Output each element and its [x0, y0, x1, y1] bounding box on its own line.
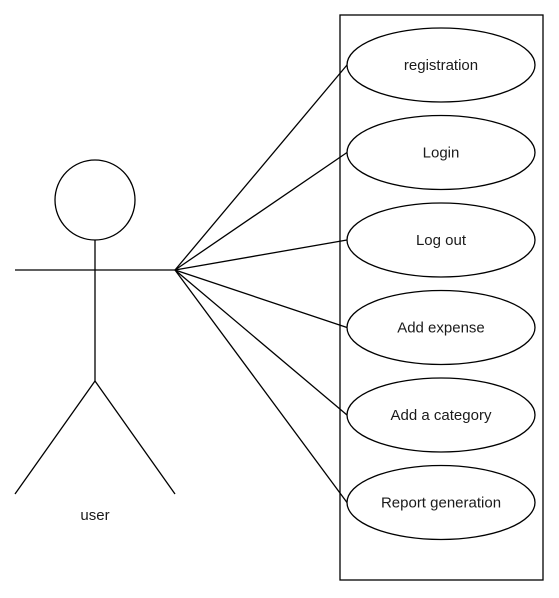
use-case-login: Login [346, 114, 536, 191]
associations [174, 64, 348, 503]
use-case-registration: registration [346, 27, 536, 103]
actor-right-leg [94, 380, 176, 495]
actor-label: user [80, 507, 109, 524]
use-case-ellipse [346, 202, 536, 278]
use-case-label: registration [404, 57, 478, 74]
use-case-report-generation: Report generation [346, 464, 536, 541]
use-case-label: Report generation [381, 495, 501, 512]
use-case-ellipse [346, 377, 536, 453]
use-case-ellipse [346, 27, 536, 103]
association-line-registration [174, 64, 348, 271]
system-boundary [339, 14, 544, 581]
actor-left-leg [14, 380, 96, 495]
use-case-ellipse [346, 114, 536, 191]
use-case-ellipse [346, 464, 536, 541]
use-case-ellipse [346, 289, 536, 366]
use-case-label: Add expense [397, 320, 485, 337]
use-case-add-category: Add a category [346, 377, 536, 453]
actor-head [54, 159, 136, 241]
actor-user: user [14, 159, 176, 524]
use-case-add-expense: Add expense [346, 289, 536, 366]
use-case-label: Login [423, 145, 460, 162]
association-line-add-category [174, 269, 348, 416]
association-line-log-out [174, 239, 348, 271]
use-case-log-out: Log out [346, 202, 536, 278]
association-line-login [174, 151, 348, 271]
association-line-add-expense [174, 269, 348, 329]
use-case-label: Log out [416, 232, 467, 249]
association-line-report-generation [174, 269, 348, 503]
use-case-label: Add a category [391, 407, 492, 424]
